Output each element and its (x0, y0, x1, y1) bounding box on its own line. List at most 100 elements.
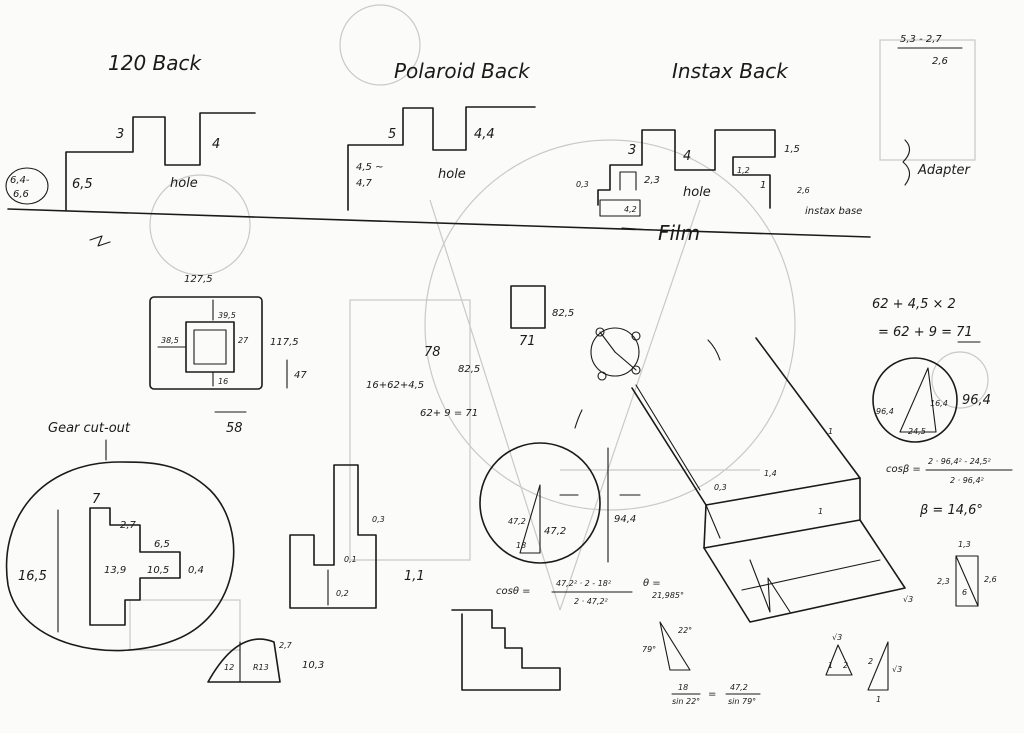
right-frac-r-den: sin 79° (728, 697, 756, 706)
svg-text:=: = (708, 689, 716, 700)
back-polaroid-dim-44: 4,4 (474, 127, 495, 142)
right-rect-13: 1,3 (958, 540, 971, 549)
instax-dim-12: 1,2 (737, 166, 750, 175)
dome-dim-r13: R13 (253, 663, 269, 672)
square-dim-58: 58 (226, 421, 243, 436)
back-120-circled-line1: 6,4- (10, 175, 30, 186)
gear-dim-27: 2,7 (120, 520, 137, 531)
gear-dim-165: 16,5 (18, 569, 47, 584)
center-dim-472a: 47,2 (508, 517, 526, 526)
center-cos-num: 47,2² · 2 - 18² (556, 579, 612, 588)
gear-dim-139: 13,9 (104, 565, 126, 576)
back-120-circled-line2: 6,6 (13, 189, 29, 200)
right-dim-03: 0,3 (714, 483, 727, 492)
back-instax-title: Instax Back (672, 59, 789, 83)
mid-dim-03: 0,3 (372, 515, 385, 524)
instax-hole-label: hole (683, 185, 711, 200)
square-dim-47: 47 (294, 370, 307, 381)
back-120-dim-3: 3 (116, 127, 124, 142)
center-rect-h: 82,5 (552, 308, 574, 319)
square-dim-385: 38,5 (161, 336, 179, 345)
gear-dim-65: 6,5 (154, 539, 170, 550)
top-right-calc: 5,3 - 2,7 2,6 (897, 34, 963, 67)
mid-dim-11: 1,1 (404, 569, 425, 584)
instax-dim-1: 1 (760, 180, 766, 191)
back-120-hole-label: hole (170, 176, 198, 191)
square-frame: 127,5 39,5 38,5 27 16 117,5 47 58 (149, 274, 307, 436)
right-dim-14: 1,4 (764, 469, 777, 478)
back-120-dim-4: 4 (212, 137, 220, 152)
center-theta: θ = (643, 578, 661, 589)
instax-dim-03: 0,3 (576, 180, 589, 189)
right-circle-164: 16,4 (930, 399, 948, 408)
instax-base-label: instax base (805, 206, 862, 217)
back-polaroid: Polaroid Back 5 4,4 4,5 ~ 4,7 hole (347, 59, 536, 211)
center-theta-val: 21,985° (652, 591, 684, 600)
instax-dim-42: 4,2 (624, 205, 637, 214)
right-circle-964a: 96,4 (876, 407, 894, 416)
right-tri-sq3b: √3 (892, 665, 902, 674)
right-angle-22: 22° (678, 626, 692, 635)
dome-dim-12: 12 (224, 663, 234, 672)
dome-dim-27: 2,7 (279, 641, 293, 650)
dome-dim-103: 10,3 (302, 660, 324, 671)
center-cos-den: 2 · 47,2² (574, 597, 609, 606)
instax-film-label: Film (658, 221, 700, 245)
gear-dim-105: 10,5 (147, 565, 169, 576)
right-rect-6: 6 (962, 588, 967, 597)
right-dim-1a: 1 (828, 427, 833, 436)
back-120-title: 120 Back (108, 51, 203, 75)
center-sketches: 71 82,5 78 82,5 16+62+4,5 62+ 9 = 71 94,… (366, 285, 684, 691)
right-frac-l-num: 18 (678, 683, 688, 692)
instax-adapter-label: Adapter (917, 163, 971, 178)
center-dim-78: 78 (424, 345, 441, 360)
scribbles (89, 235, 721, 496)
right-tri-2b: 2 (868, 657, 873, 666)
center-rect-w: 71 (519, 334, 536, 349)
gear-dim-04: 0,4 (188, 565, 204, 576)
back-instax: Instax Back 3 4 1,5 2,3 0,3 1,2 1 2,6 4,… (576, 59, 971, 245)
right-circle-245: 24,5 (908, 427, 926, 436)
right-frac-l-den: sin 22° (672, 697, 700, 706)
instax-dim-26: 2,6 (797, 186, 810, 195)
instax-dim-3: 3 (628, 143, 636, 158)
center-dim-472b: 47,2 (544, 526, 566, 537)
ghost-background (129, 4, 989, 651)
right-beta: β = 14,6° (919, 503, 983, 518)
right-cos-den: 2 · 96,4² (950, 476, 985, 485)
right-sketches: 62 + 4,5 × 2 = 62 + 9 = 71 96,4 16,4 24,… (631, 297, 1013, 706)
right-tri-1c: 1 (828, 661, 833, 670)
right-tri-1d: 1 (876, 695, 881, 704)
mid-dim-01: 0,1 (344, 555, 357, 564)
back-120: 120 Back 3 4 6,5 hole 6,4- 6,6 (5, 51, 256, 211)
top-calc-line1: 5,3 - 2,7 (900, 34, 942, 45)
right-rect-26: 2,6 (984, 575, 997, 584)
right-frac-r-num: 47,2 (730, 683, 748, 692)
right-eq-a: 62 + 4,5 × 2 (872, 297, 956, 312)
instax-dim-15: 1,5 (784, 144, 800, 155)
back-polaroid-dim-45: 4,5 ~ (356, 162, 383, 173)
back-polaroid-dim-5: 5 (388, 127, 396, 142)
center-dim-18: 18 (516, 541, 526, 550)
right-cos-lhs: cosβ = (886, 464, 921, 475)
right-dim-1b: 1 (818, 507, 823, 516)
right-circle-964b: 96,4 (962, 393, 991, 408)
back-polaroid-title: Polaroid Back (394, 59, 531, 83)
right-angle-79: 79° (642, 645, 656, 654)
gear-cutout: Gear cut-out 7 2,7 6,5 13,9 10,5 0,4 16,… (5, 421, 235, 652)
right-tri-sq3a: √3 (832, 633, 842, 642)
instax-dim-4: 4 (683, 149, 691, 164)
top-calc-line2: 2,6 (932, 56, 948, 67)
center-cos-lhs: cosθ = (496, 586, 531, 597)
back-polaroid-dim-47: 4,7 (356, 178, 373, 189)
square-top-dim: 127,5 (184, 274, 213, 285)
back-baseline (7, 208, 871, 238)
mid-dim-02: 0,2 (336, 589, 349, 598)
square-dim-395: 39,5 (218, 311, 236, 320)
adapter-brace (902, 139, 911, 186)
instax-dim-23: 2,3 (644, 175, 660, 186)
center-circle-h: 94,4 (614, 514, 636, 525)
right-rect-23: 2,3 (937, 577, 950, 586)
square-dim-27: 27 (238, 336, 249, 345)
